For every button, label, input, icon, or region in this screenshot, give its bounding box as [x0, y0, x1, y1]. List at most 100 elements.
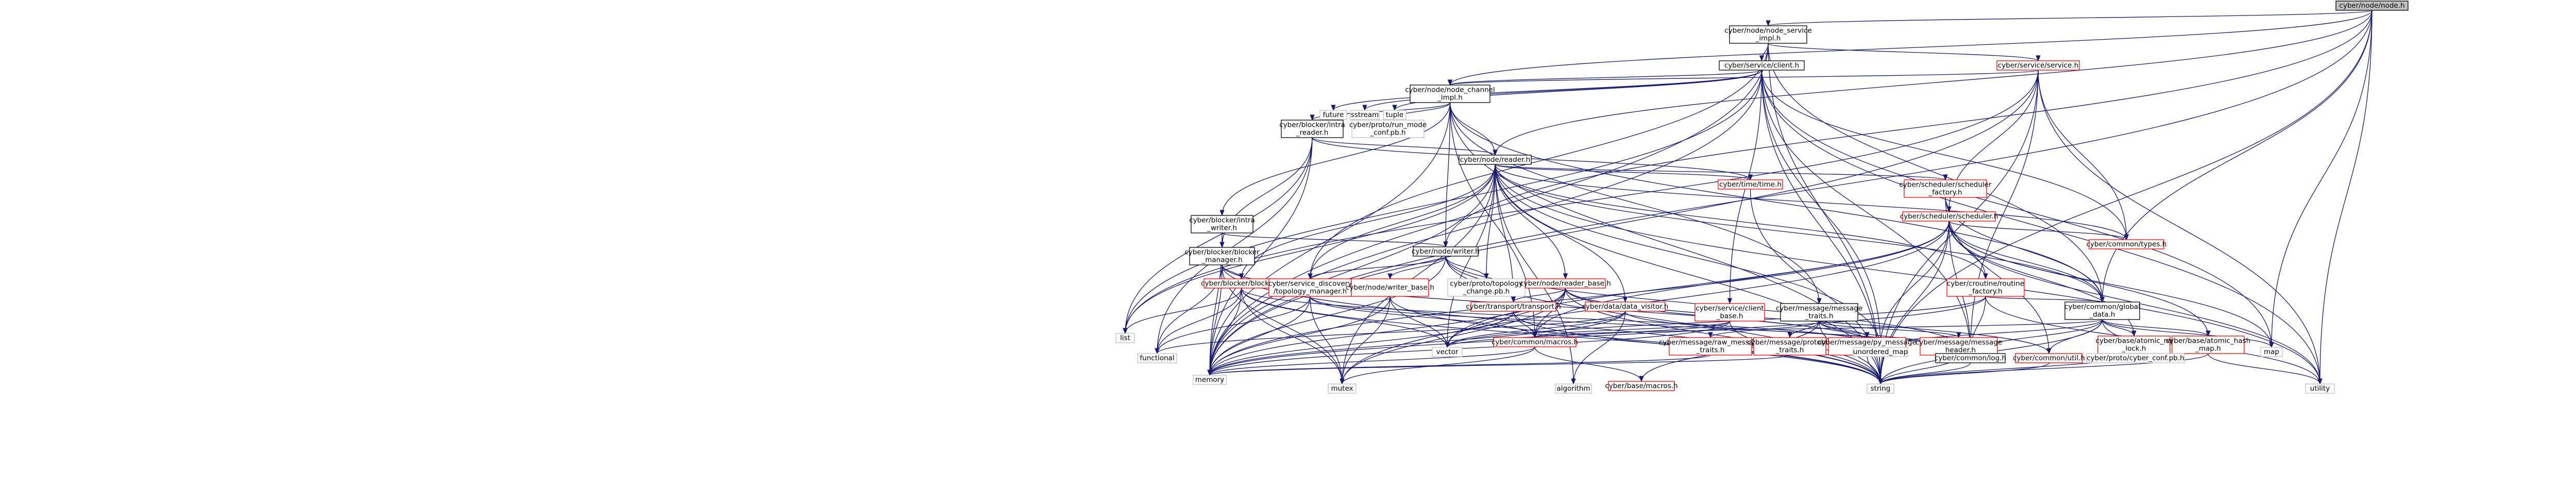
graph-node-service-client[interactable]: cyber/service/client.h [1719, 60, 1805, 71]
graph-node-message-traits[interactable]: cyber/message/message_traits.h [1776, 303, 1862, 322]
include-edge-node_reader-to-utility [1495, 164, 2323, 385]
include-edge-data_visitor-to-vector [1445, 311, 1626, 348]
include-edge-service_client-to-node_channel_impl [1448, 70, 1762, 86]
graph-node-client-base[interactable]: cyber/service/client_base.h [1694, 303, 1765, 322]
include-edge-routine_factory-to-global_data [1985, 296, 2105, 303]
node-label: cyber/base/atomic_hash [2166, 337, 2250, 345]
include-edge-scheduler_factory-to-common_util [1945, 197, 2052, 355]
node-label: cyber/node/writer_base.h [1346, 283, 1434, 292]
graph-node-sstream: sstream [1350, 110, 1380, 120]
include-edge-node_h-to-memory [1207, 10, 2372, 376]
graph-node-message-header[interactable]: cyber/message/message_header.h [1916, 337, 2002, 356]
include-edge-service_discovery-to-common_macros [1310, 296, 1537, 339]
node-box [1718, 179, 1783, 190]
include-edge-data_visitor-to-memory [1207, 311, 1626, 376]
node-box [1137, 353, 1177, 363]
include-edge-data_visitor-to-algorithm [1571, 311, 1626, 385]
node-box [1351, 120, 1425, 138]
graph-node-utility: utility [2305, 383, 2335, 394]
include-edge-node_h-to-global_data [2099, 10, 2372, 303]
include-edge-node_h-to-string [1878, 10, 2372, 385]
graph-node-common-types[interactable]: cyber/common/types.h [2087, 239, 2167, 249]
graph-node-blocker-blocker[interactable]: cyber/blocker/blocker.h [1201, 278, 1282, 289]
graph-node-global-data[interactable]: cyber/common/global_data.h [2064, 301, 2140, 320]
graph-node-node-service-impl[interactable]: cyber/node/node_service_impl.h [1724, 25, 1812, 44]
node-box [1902, 211, 1996, 222]
include-edge-writer_base-to-memory [1207, 296, 1391, 376]
include-edge-node_channel_impl-to-memory [1207, 102, 1451, 376]
include-edge-node_service_impl-to-service_service [1768, 43, 2041, 62]
include-edge-node_h-to-node_channel_impl [1448, 10, 2372, 86]
graph-node-node-channel-impl[interactable]: cyber/node/node_channel_impl.h [1405, 85, 1495, 103]
include-edge-service_discovery-to-functional [1155, 296, 1311, 355]
node-label: _writer.h [1207, 224, 1237, 232]
node-label: cyber/node/reader_base.h [1520, 279, 1611, 288]
node-label: cyber/transport/transport.h [1466, 303, 1561, 311]
include-edge-scheduler_scheduler-to-common_types [1948, 221, 2129, 241]
graph-node-protobuf-traits[interactable]: cyber/message/protobuf_traits.h [1747, 337, 1833, 356]
node-box [1350, 110, 1380, 120]
graph-node-node-h[interactable]: cyber/node/node.h [2335, 1, 2409, 11]
graph-node-base-macros[interactable]: cyber/base/macros.h [1605, 381, 1678, 391]
graph-node-data-visitor[interactable]: cyber/data/data_visitor.h [1582, 301, 1669, 312]
node-label: cyber/service/service.h [1998, 61, 2079, 70]
include-edge-reader_base-to-common_macros [1532, 288, 1566, 339]
include-edge-blocker_blocker-to-mutex [1241, 288, 1345, 385]
node-box [1493, 337, 1577, 347]
graph-node-blocker-intra-reader[interactable]: cyber/blocker/intra_reader.h [1279, 120, 1345, 138]
graph-node-service-discovery[interactable]: cyber/service_discovery/topology_manager… [1268, 278, 1352, 297]
node-label: _base.h [1716, 312, 1743, 321]
graph-node-common-util[interactable]: cyber/common/util.h [2013, 353, 2085, 363]
include-edge-common_util-to-string [1878, 362, 2049, 385]
graph-node-common-macros[interactable]: cyber/common/macros.h [1492, 337, 1578, 347]
node-box [1780, 303, 1858, 322]
graph-node-node-writer[interactable]: cyber/node/writer.h [1412, 246, 1480, 257]
include-edge-service_client-to-unordered_map [1761, 70, 1883, 348]
include-edge-common_macros-to-base_macros [1534, 346, 1644, 382]
graph-node-blocker-intra-writer[interactable]: cyber/blocker/intra_writer.h [1189, 215, 1255, 233]
node-label: cyber/service/client.h [1724, 61, 1799, 70]
node-label: cyber/message/message [1916, 339, 2002, 347]
include-edge-node_channel_impl-to-node_reader [1449, 102, 1498, 156]
node-label: cyber/node/node_channel [1405, 86, 1495, 94]
graph-node-scheduler-scheduler[interactable]: cyber/scheduler/scheduler.h [1900, 211, 1998, 222]
graph-node-routine-factory[interactable]: cyber/croutine/routine_factory.h [1946, 278, 2025, 297]
graph-node-time-time[interactable]: cyber/time/time.h [1718, 179, 1783, 190]
node-label: cyber/proto/run_mode [1349, 121, 1427, 129]
graph-node-service-service[interactable]: cyber/service/service.h [1996, 60, 2080, 71]
node-label: _traits.h [1805, 312, 1834, 321]
include-edge-node_service_impl-to-global_data [1768, 43, 2105, 303]
include-edge-service_client-to-common_log [1761, 70, 1973, 355]
node-label: mutex [1331, 384, 1353, 393]
node-box [1413, 246, 1479, 257]
graph-node-common-log[interactable]: cyber/common/log.h [1935, 353, 2006, 363]
node-label: _impl.h [1437, 94, 1463, 102]
graph-node-atomic-rw-lock[interactable]: cyber/base/atomic_rw_lock.h [2096, 336, 2173, 354]
include-edge-blocker_blocker-to-string [1241, 288, 1883, 385]
include-edge-writer_base-to-string [1389, 296, 1883, 385]
graph-node-reader-base[interactable]: cyber/node/reader_base.h [1520, 278, 1611, 289]
graph-node-scheduler-factory[interactable]: cyber/scheduler/scheduler_factory.h [1899, 179, 1992, 198]
graph-node-atomic-hash-map[interactable]: cyber/base/atomic_hash_map.h [2166, 336, 2250, 354]
node-box [1459, 155, 1532, 165]
node-label: /topology_manager.h [1274, 288, 1347, 296]
graph-node-map: map [2260, 347, 2283, 357]
graph-node-transport-transport[interactable]: cyber/transport/transport.h [1466, 301, 1561, 312]
node-label: cyber/common/log.h [1935, 354, 2006, 362]
include-edge-service_client-to-common_types [1761, 70, 2129, 241]
graph-node-writer-base[interactable]: cyber/node/writer_base.h [1346, 278, 1434, 297]
include-edge-client_base-to-vector [1445, 321, 1731, 348]
graph-node-raw-message-traits[interactable]: cyber/message/raw_message_traits.h [1659, 337, 1762, 356]
include-edge-global_data-to-map [2102, 319, 2274, 348]
graph-node-run-mode-conf: cyber/proto/run_mode_conf.pb.h [1349, 120, 1427, 138]
graph-node-blocker-manager[interactable]: cyber/blocker/blocker_manager.h [1184, 247, 1260, 265]
include-edge-service_service-to-utility [2038, 70, 2323, 385]
node-box [1946, 278, 2025, 297]
node-box [1383, 110, 1406, 120]
node-label: _impl.h [1755, 35, 1781, 43]
include-edge-blocker_blocker-to-unordered_map [1241, 288, 1883, 348]
node-box [2335, 1, 2409, 11]
graph-node-node-reader[interactable]: cyber/node/reader.h [1459, 155, 1532, 165]
include-edge-scheduler_scheduler-to-vector [1445, 221, 1950, 348]
node-label: cyber/time/time.h [1719, 180, 1782, 189]
